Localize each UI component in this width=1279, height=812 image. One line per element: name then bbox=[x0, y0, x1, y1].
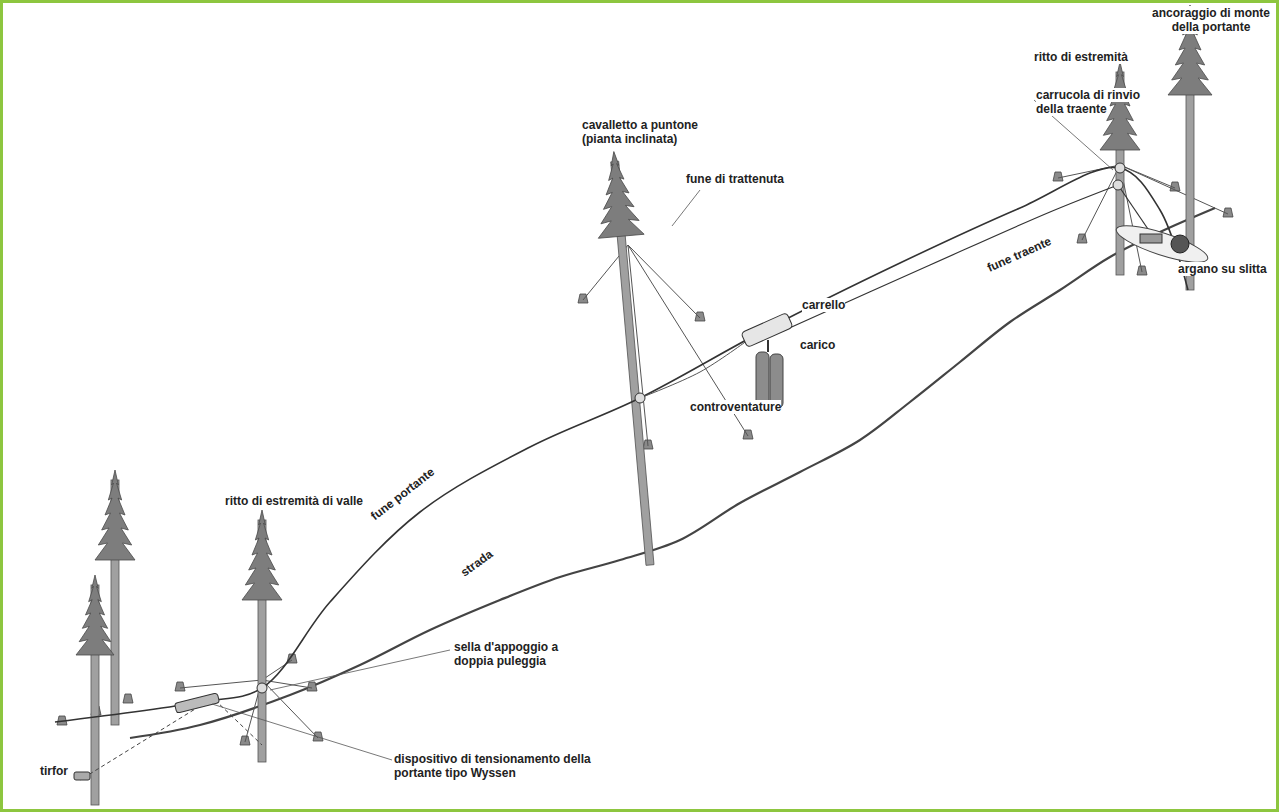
hook bbox=[767, 340, 769, 352]
part-label: dispositivo di tensionamento della porta… bbox=[394, 752, 594, 780]
label-text: argano su slitta bbox=[1178, 262, 1267, 276]
part-label: strada bbox=[458, 533, 515, 580]
label-text: ancoraggio di monte della portante bbox=[1152, 6, 1270, 34]
haul-rope bbox=[785, 185, 1118, 330]
pulley bbox=[635, 393, 645, 403]
label-text: ritto di estremità bbox=[1034, 50, 1128, 64]
guy-line bbox=[1120, 165, 1228, 214]
leader-line bbox=[212, 704, 392, 760]
label-text: cavalletto a puntone (pianta inclinata) bbox=[582, 118, 698, 146]
tensioner bbox=[174, 693, 219, 713]
guy-line bbox=[1082, 165, 1120, 240]
part-label: fune traente bbox=[985, 225, 1073, 274]
part-label: ancoraggio di monte della portante bbox=[1149, 6, 1273, 34]
haul-rope bbox=[1118, 185, 1150, 232]
stump bbox=[1077, 234, 1087, 243]
leader-line bbox=[672, 190, 700, 226]
stump bbox=[695, 312, 705, 321]
part-label: carrello bbox=[802, 298, 872, 312]
conifer-tree bbox=[591, 150, 673, 567]
label-text: ritto di estremità di valle bbox=[225, 494, 363, 508]
part-label: fune di trattenuta bbox=[686, 172, 806, 186]
guy-line bbox=[180, 680, 262, 688]
label-text: controventature bbox=[690, 400, 781, 414]
stump bbox=[307, 682, 317, 691]
tirfor-device bbox=[74, 772, 90, 780]
label-text: carrucola di rinvio della traente bbox=[1036, 88, 1140, 116]
stump bbox=[123, 694, 133, 703]
road bbox=[130, 208, 1215, 738]
label-text: fune traente bbox=[985, 234, 1053, 275]
winch-frame bbox=[1140, 234, 1162, 243]
part-label: argano su slitta bbox=[1178, 262, 1273, 276]
pulley bbox=[1115, 163, 1125, 173]
guy-line bbox=[262, 680, 312, 688]
label-text: fune di trattenuta bbox=[686, 172, 784, 186]
label-text: dispositivo di tensionamento della porta… bbox=[394, 752, 591, 780]
conifer-tree bbox=[76, 575, 114, 805]
restraint-rope bbox=[640, 340, 748, 398]
label-text: carrello bbox=[802, 298, 845, 312]
label-text: sella d'appoggio a doppia puleggia bbox=[454, 640, 558, 668]
part-label: cavalletto a puntone (pianta inclinata) bbox=[582, 118, 722, 146]
pulley bbox=[1113, 180, 1123, 190]
carrying-cable bbox=[55, 167, 1188, 722]
label-text: strada bbox=[458, 547, 495, 580]
label-text: fune portante bbox=[368, 465, 437, 523]
label-text: carico bbox=[800, 338, 835, 352]
stump bbox=[313, 732, 323, 741]
part-label: fune portante bbox=[368, 450, 455, 523]
part-label: carrucola di rinvio della traente bbox=[1036, 88, 1158, 116]
label-text: tirfor bbox=[40, 764, 68, 778]
tirfor-rope bbox=[80, 706, 200, 780]
pulley bbox=[257, 683, 267, 693]
stump bbox=[175, 682, 185, 691]
guy-line bbox=[628, 245, 700, 318]
part-label: sella d'appoggio a doppia puleggia bbox=[454, 640, 584, 668]
guy-line bbox=[262, 680, 318, 738]
leader-line bbox=[270, 650, 450, 690]
conifer-tree bbox=[95, 470, 135, 725]
part-label: controventature bbox=[690, 400, 800, 414]
part-label: ritto di estremità bbox=[1034, 50, 1154, 64]
part-label: tirfor bbox=[40, 764, 90, 778]
stump bbox=[1053, 172, 1063, 181]
part-label: carico bbox=[800, 338, 860, 352]
winch bbox=[1171, 235, 1189, 253]
